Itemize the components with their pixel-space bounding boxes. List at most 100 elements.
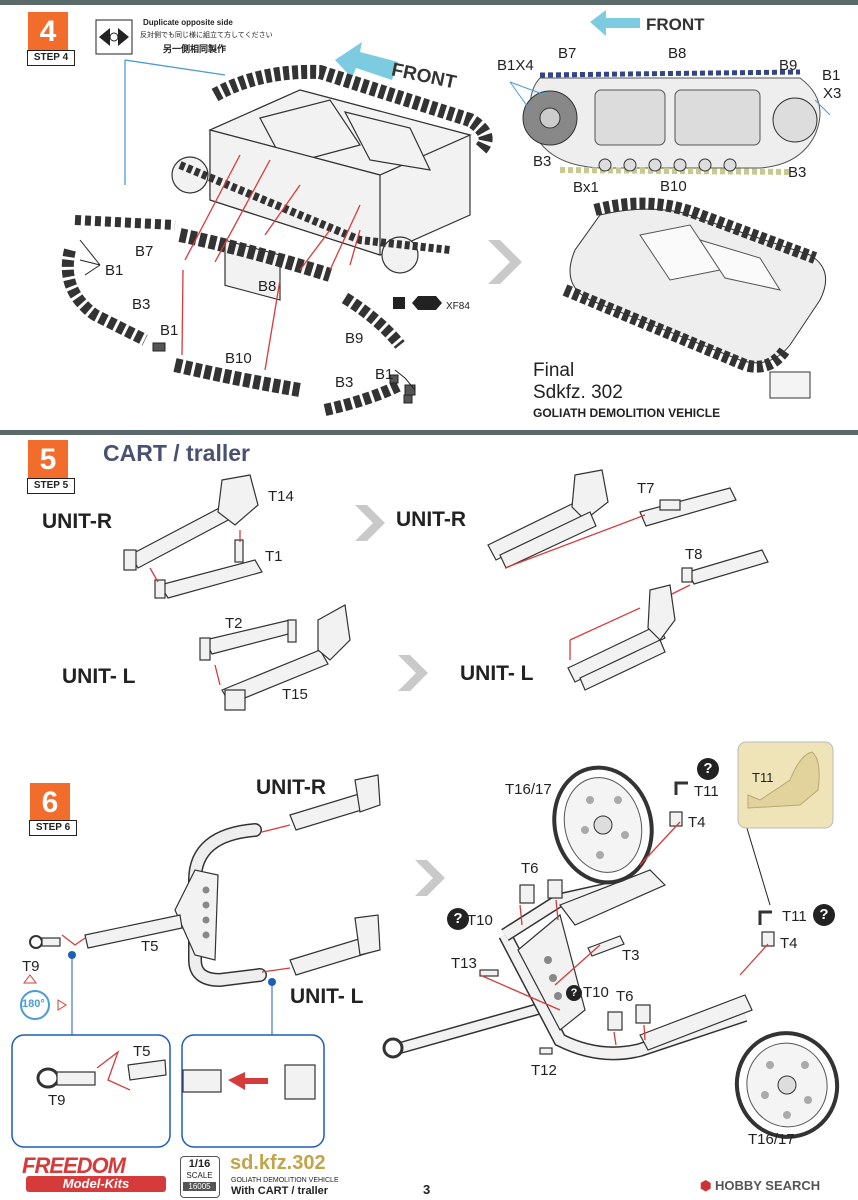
side-label-b3-left: B3 (533, 153, 552, 170)
label-t12: T12 (531, 1062, 557, 1079)
part-t9 (29, 935, 61, 949)
side-label-x3: X3 (823, 85, 842, 102)
label-t1: T1 (265, 548, 283, 565)
step5-title: CART / traller (103, 440, 250, 466)
part-t8 (681, 549, 769, 585)
help-icon-t10-top: ? (447, 908, 469, 930)
step5-arrow-l-icon (398, 655, 428, 691)
duplicate-en: Duplicate opposite side (143, 18, 233, 27)
side-label-b10: B10 (660, 178, 687, 195)
rotate-180-icon (20, 974, 67, 1020)
detail-socket-part (182, 1064, 316, 1100)
front-arrow-icon (335, 42, 398, 80)
part-t4-top (669, 811, 683, 827)
label-t8: T8 (685, 546, 703, 563)
unit-l-label-right: UNIT- L (460, 662, 534, 685)
final-name: GOLIATH DEMOLITION VEHICLE (533, 406, 721, 420)
duplicate-jp: 反対側でも同じ様に組立て方してください (140, 32, 273, 39)
unit-l-label-left: UNIT- L (62, 665, 136, 688)
label-t4-bottom: T4 (780, 935, 798, 952)
part-t12 (539, 1047, 553, 1055)
label-xf84: XF84 (446, 301, 470, 312)
label-t14: T14 (268, 488, 294, 505)
scale-value: 1/16 (188, 1158, 211, 1170)
label-t10-top: T10 (467, 912, 493, 929)
part-t3 (587, 935, 625, 957)
section-divider (0, 430, 858, 435)
unit-l-label-step6: UNIT- L (290, 985, 364, 1008)
label-t6-bottom: T6 (616, 988, 634, 1005)
side-label-bx1: Bx1 (573, 179, 599, 196)
part-t1 (154, 539, 263, 599)
front-arrow-side-icon (590, 10, 640, 36)
step4-badge: 4 (28, 12, 68, 52)
help-icon-t10-bottom: ? (566, 985, 582, 1001)
side-view-hull (509, 69, 831, 175)
label-b3: B3 (132, 296, 151, 313)
label-b10: B10 (225, 350, 252, 367)
step5-arrow-r-icon (355, 505, 385, 541)
label-t16-top: T16/17 (505, 781, 552, 798)
step6-red-guides (479, 821, 769, 1046)
part-unit-l-step6 (289, 914, 381, 976)
label-b1: B1 (105, 262, 124, 279)
label-b7: B7 (135, 243, 154, 260)
label-t10-bottom: T10 (583, 984, 609, 1001)
label-t7: T7 (637, 480, 655, 497)
top-rule (0, 0, 858, 5)
part-t11-bottom (758, 910, 772, 925)
duplicate-side-icon (95, 19, 133, 55)
track-b9 (341, 292, 405, 349)
label-t11-bottom: T11 (782, 908, 807, 925)
label-b1b: B1 (160, 322, 179, 339)
final-vehicle (562, 197, 827, 399)
track-b3-right (323, 379, 403, 416)
label-b3b: B3 (335, 374, 354, 391)
front-side-label: FRONT (646, 15, 705, 34)
unit-r-label-left: UNIT-R (42, 510, 112, 533)
part-t14 (123, 474, 259, 571)
track-b10 (173, 358, 302, 397)
help-icon-t11-top: ? (697, 758, 719, 780)
label-t13: T13 (451, 955, 477, 972)
label-b1c: B1 (375, 366, 394, 383)
t11-detail-part (747, 751, 820, 809)
step4-red-guides (79, 154, 416, 391)
side-label-b1x4: B1X4 (497, 57, 534, 74)
unit-r-label-right: UNIT-R (396, 508, 466, 531)
part-t13 (479, 969, 499, 977)
part-t4-bottom (761, 931, 775, 947)
watermark: ⬢ HOBBY SEARCH (700, 1178, 820, 1194)
paint-xf84-icon (393, 296, 442, 310)
part-t6-top (519, 879, 563, 904)
detail-t9-part (36, 1050, 167, 1091)
frame-t5 (84, 823, 267, 988)
wheel-bottom (734, 1031, 840, 1139)
brand-logo: FREEDOM (22, 1153, 126, 1178)
label-t6-top: T6 (521, 860, 539, 877)
step5-tag: STEP 5 (27, 478, 75, 494)
unit-l-assembly (567, 584, 676, 691)
label-b8: B8 (258, 278, 277, 295)
final-model: Sdkfz. 302 (533, 382, 623, 403)
label-t3: T3 (622, 947, 640, 964)
wheel-top (552, 765, 654, 885)
side-label-b9: B9 (779, 57, 798, 74)
label-t5-detail: T5 (133, 1043, 151, 1060)
unit-r-assembly (487, 469, 609, 569)
part-t11-top (674, 781, 688, 795)
detail-box-socket (181, 1034, 325, 1148)
label-t9-detail: T9 (48, 1092, 66, 1109)
label-t4-top: T4 (688, 814, 706, 831)
watermark-text: HOBBY SEARCH (714, 1178, 821, 1193)
page-number: 3 (423, 1182, 431, 1197)
side-label-b8: B8 (668, 45, 687, 62)
label-t9: T9 (22, 958, 40, 975)
watermark-icon: ⬢ (700, 1178, 715, 1193)
label-t15: T15 (282, 686, 308, 703)
label-b9: B9 (345, 330, 364, 347)
side-label-b3-right: B3 (788, 164, 807, 181)
track-top (178, 64, 493, 254)
